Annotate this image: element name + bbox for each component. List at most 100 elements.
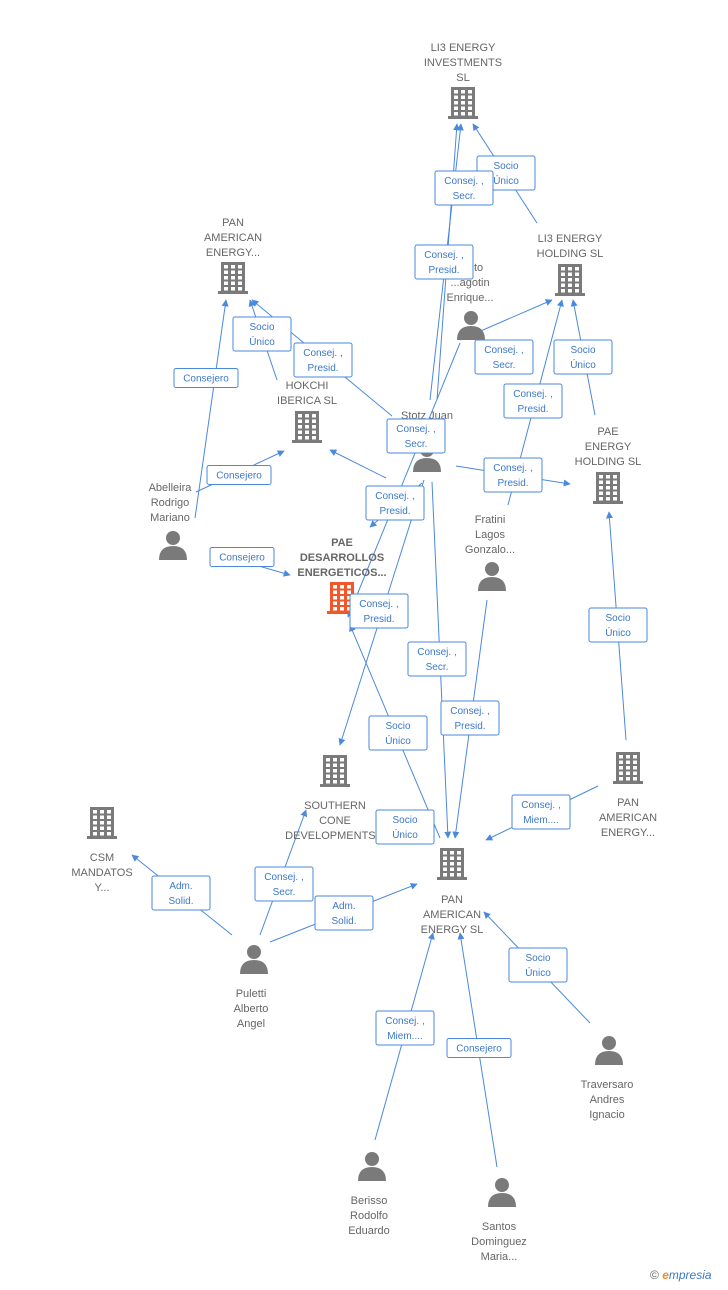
edge-label-text: Consej. ,	[493, 463, 532, 474]
node-label: PAE	[597, 426, 618, 438]
edge-label-11[interactable]: Consej. , Presid.	[483, 457, 543, 493]
node-panam1[interactable]: PANAMERICANENERGY...	[204, 217, 262, 294]
edge-label-26[interactable]: Consejero	[446, 1038, 512, 1058]
node-label: LI3 ENERGY	[431, 42, 496, 54]
node-label: PAN	[617, 797, 639, 809]
edge-label-text: Consej. ,	[521, 800, 560, 811]
node-label: AMERICAN	[599, 812, 657, 824]
edge-label-text: Solid.	[331, 916, 356, 927]
node-label: DEVELOPMENTS...	[285, 830, 385, 842]
edge-label-1[interactable]: Consej. ,Secr.	[434, 170, 494, 206]
edge-label-text: Único	[605, 626, 631, 639]
edge-label-text: Consej. ,	[359, 599, 398, 610]
edge-label-box	[511, 794, 571, 830]
edge-label-text: Consej. ,	[450, 706, 489, 717]
edge-label-4[interactable]: Consej. ,Presid.	[503, 383, 563, 419]
edge-label-box	[407, 641, 467, 677]
edge-label-text: Presid.	[428, 265, 459, 276]
node-label: Rodolfo	[350, 1210, 388, 1222]
building-icon	[292, 411, 322, 443]
edge-label-text: Presid.	[454, 721, 485, 732]
edge-label-text: Consej. ,	[303, 348, 342, 359]
node-label: Santos	[482, 1221, 517, 1233]
node-label: ENERGY...	[601, 827, 655, 839]
edge-label-text: Secr.	[405, 439, 428, 450]
building-icon	[320, 755, 350, 787]
edge-label-10[interactable]: Consej. , Secr.	[386, 418, 446, 454]
edge-label-15[interactable]: Consej. ,Presid.	[349, 593, 409, 629]
edge-label-6[interactable]: Consejero	[173, 368, 239, 388]
edge-label-text: Consej. ,	[385, 1016, 424, 1027]
edge-label-box	[206, 465, 272, 485]
edge-label-3[interactable]: Consej. ,Secr.	[474, 339, 534, 375]
building-icon	[555, 264, 585, 296]
edge-label-17[interactable]: Consej. ,Secr.	[407, 641, 467, 677]
edge-label-box	[508, 947, 568, 983]
edge-label-9[interactable]: Consejero	[206, 465, 272, 485]
building-icon	[437, 848, 467, 880]
node-label: Y...	[94, 882, 109, 894]
node-label: Rodrigo	[151, 497, 190, 509]
node-label: Ignacio	[589, 1109, 624, 1121]
edge-label-text: Socio	[493, 161, 518, 172]
edge-label-text: Socio	[392, 815, 417, 826]
node-csm[interactable]: CSMMANDATOSY...	[71, 807, 133, 894]
edge-label-box	[553, 339, 613, 375]
node-label: INVESTMENTS	[424, 57, 502, 69]
node-label: ENERGETICOS...	[297, 567, 386, 579]
node-label: Traversaro	[581, 1079, 634, 1091]
node-label: DESARROLLOS	[300, 552, 384, 564]
edge-label-18[interactable]: Consej. , Presid.	[440, 700, 500, 736]
edge-label-text: Secr.	[493, 360, 516, 371]
edge-label-text: Consej. ,	[513, 389, 552, 400]
person-icon	[240, 945, 268, 974]
node-santos[interactable]: SantosDominguezMaria...	[471, 1178, 527, 1263]
node-label: LI3 ENERGY	[538, 233, 603, 245]
edge-label-22[interactable]: Adm.Solid.	[314, 895, 374, 931]
edge-label-14[interactable]: Consej. ,Presid.	[365, 485, 425, 521]
empresia-logo[interactable]: © empresia	[650, 1268, 712, 1282]
node-fratini[interactable]: FratiniLagosGonzalo...	[465, 514, 515, 591]
building-icon	[218, 262, 248, 294]
person-icon	[358, 1152, 386, 1181]
edge-label-text: Presid.	[497, 478, 528, 489]
edge-label-23[interactable]: Consej. ,Miem....	[511, 794, 571, 830]
edge-label-20[interactable]: Consej. ,Secr.	[254, 866, 314, 902]
edge-label-text: Único	[385, 734, 411, 747]
edge-label-2[interactable]: Consej. ,Presid.	[414, 244, 474, 280]
edge-label-21[interactable]: Adm.Solid.	[151, 875, 211, 911]
person-icon	[159, 531, 187, 560]
node-label: Andres	[590, 1094, 625, 1106]
edge-label-text: Consej. ,	[396, 424, 435, 435]
node-label: PAE	[331, 537, 353, 549]
edge-label-box	[434, 170, 494, 206]
node-panam2[interactable]: PAN AMERICAN ENERGY...	[599, 752, 657, 839]
building-icon	[613, 752, 643, 784]
edge-esposito-to-paedes	[347, 342, 461, 618]
edge-label-box	[314, 895, 374, 931]
edge-label-13[interactable]: Consejero	[209, 547, 275, 567]
node-label: ...agotin	[450, 277, 489, 289]
edge-label-box	[375, 1010, 435, 1046]
node-label: MANDATOS	[71, 867, 132, 879]
node-southern[interactable]: SOUTHERNCONEDEVELOPMENTS...	[285, 755, 385, 842]
edge-label-8[interactable]: Consej. ,Presid.	[293, 342, 353, 378]
edge-label-25[interactable]: Consej. ,Miem....	[375, 1010, 435, 1046]
edge-label-text: Consejero	[216, 471, 262, 482]
